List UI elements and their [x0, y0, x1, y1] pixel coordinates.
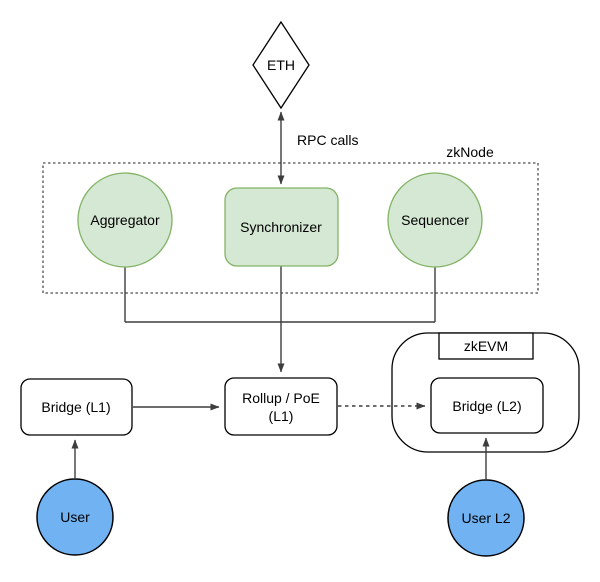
synchronizer-node-label: Synchronizer	[240, 219, 322, 235]
rpc-calls-label: RPC calls	[297, 132, 358, 148]
synchronizer-node	[224, 187, 339, 267]
sequencer-node-label: Sequencer	[401, 212, 469, 228]
aggregator-node-label: Aggregator	[90, 212, 160, 228]
bridge-l2-node-label: Bridge (L2)	[452, 398, 521, 414]
eth-node	[252, 20, 310, 110]
zkevm-label-box	[438, 332, 534, 360]
zknode-container	[42, 162, 539, 294]
rollup-poe-node	[224, 377, 338, 436]
user-l2-node-label: User L2	[461, 510, 510, 526]
zknode-container-label: zkNode	[446, 144, 494, 160]
bridge-l1-node-label: Bridge (L1)	[41, 399, 110, 415]
aggregator-node	[77, 172, 173, 268]
eth-node-label: ETH	[267, 57, 295, 73]
zkevm-container-label: zkEVM	[464, 338, 508, 354]
rollup-poe-node-label-line2: (L1)	[269, 408, 294, 424]
user-node	[36, 478, 114, 556]
rollup-poe-node-label-line1: Rollup / PoE	[242, 390, 320, 406]
bridge-l2-node	[430, 377, 544, 434]
bridge-l1-node	[20, 378, 133, 436]
user-node-label: User	[60, 509, 90, 525]
connector-tree-lines	[124, 266, 436, 323]
sequencer-node	[387, 172, 483, 268]
